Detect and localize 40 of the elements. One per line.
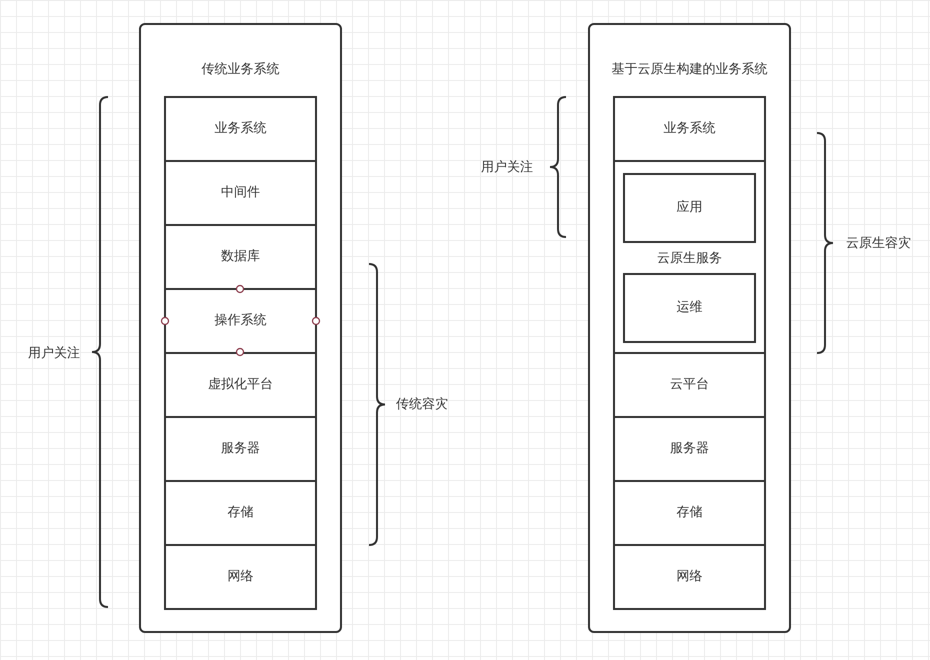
layer-box xyxy=(164,416,317,482)
layer-box xyxy=(164,288,317,354)
layer-label: 中间件 xyxy=(220,184,261,202)
layer-box xyxy=(164,160,317,226)
layer-box xyxy=(164,352,317,418)
layer-label: 服务器 xyxy=(220,440,261,458)
layer-label: 操作系统 xyxy=(214,312,268,330)
panel-title: 传统业务系统 xyxy=(200,61,280,79)
layer-box xyxy=(164,96,317,162)
layer-box xyxy=(164,480,317,546)
layer-label: 云原生服务 xyxy=(656,250,723,268)
layer-box xyxy=(623,273,756,343)
layer-label: 服务器 xyxy=(669,440,710,458)
layer-label: 存储 xyxy=(226,504,254,522)
layer-box xyxy=(613,544,766,610)
layer-label: 业务系统 xyxy=(662,120,716,138)
layer-label: 网络 xyxy=(226,568,254,586)
layer-label: 存储 xyxy=(676,504,704,522)
layer-box xyxy=(613,416,766,482)
layer-label: 云平台 xyxy=(669,376,710,394)
layer-box xyxy=(613,352,766,418)
container-panel xyxy=(139,23,342,633)
layer-box xyxy=(613,480,766,546)
layer-box xyxy=(164,224,317,290)
layer-box xyxy=(613,160,766,354)
layer-box xyxy=(623,173,756,243)
layer-box xyxy=(613,96,766,162)
layer-box xyxy=(164,544,317,610)
brace-label: 用户关注 xyxy=(28,345,80,362)
layer-label: 虚拟化平台 xyxy=(207,376,274,394)
brace-label: 用户关注 xyxy=(481,159,533,176)
layer-label: 业务系统 xyxy=(214,120,268,138)
layer-label: 运维 xyxy=(676,299,704,317)
brace-label: 云原生容灾 xyxy=(846,235,911,252)
container-panel xyxy=(588,23,791,633)
layer-label: 网络 xyxy=(676,568,704,586)
layer-label: 数据库 xyxy=(220,248,261,266)
brace-label: 传统容灾 xyxy=(396,396,448,413)
layer-label: 应用 xyxy=(676,199,704,217)
panel-title: 基于云原生构建的业务系统 xyxy=(610,61,768,79)
